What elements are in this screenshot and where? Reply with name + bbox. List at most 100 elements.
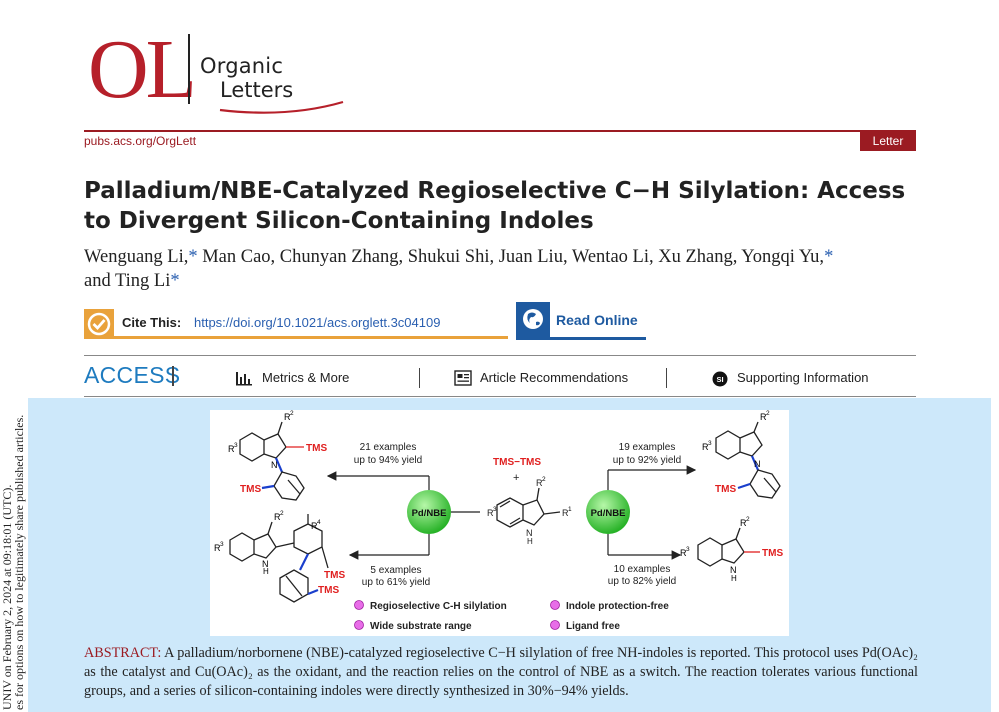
corresponding-mark[interactable]: *	[188, 247, 198, 267]
svg-text:3: 3	[493, 506, 497, 513]
right-top-yield: up to 92% yield	[613, 455, 681, 466]
article-type-badge: Letter	[860, 132, 916, 151]
svg-text:2: 2	[542, 476, 546, 483]
supporting-info-label: Supporting Information	[737, 370, 869, 385]
svg-text:2: 2	[290, 410, 294, 417]
product-top-left	[239, 421, 305, 501]
svg-text:R: R	[228, 444, 235, 454]
author-rest[interactable]: Man Cao, Chunyan Zhang, Shukui Shi, Juan…	[197, 247, 825, 267]
svg-text:H: H	[527, 537, 533, 546]
recommendations-label: Article Recommendations	[480, 370, 629, 385]
catalyst-circle-right	[586, 490, 630, 534]
logo-mark: OL	[88, 23, 197, 116]
corresponding-mark[interactable]: *	[170, 271, 180, 291]
plus-sign: +	[513, 472, 519, 484]
svg-text:R: R	[702, 442, 709, 452]
svg-text:N: N	[271, 460, 278, 470]
svg-text:3: 3	[686, 546, 690, 553]
article-icon	[454, 370, 472, 386]
access-title: ACCESS	[84, 362, 181, 388]
abstract-heading: ABSTRACT:	[84, 645, 162, 661]
svg-text:R: R	[284, 412, 291, 422]
access-separator	[666, 368, 667, 388]
feature-2: Wide substrate range	[370, 621, 472, 632]
read-online-button[interactable]: Read Online	[516, 302, 646, 340]
svg-text:N: N	[526, 528, 533, 538]
product-bottom-left	[229, 514, 329, 603]
header-rule	[84, 130, 916, 132]
tms-tms-reagent: TMS−TMS	[493, 457, 541, 468]
author-last[interactable]: and Ting Li	[84, 271, 171, 291]
logo-divider	[188, 34, 190, 104]
logo-word-letters: Letters	[220, 78, 294, 102]
svg-text:3: 3	[220, 541, 224, 548]
right-top-examples: 19 examples	[619, 442, 676, 453]
right-bottom-examples: 10 examples	[614, 564, 671, 575]
svg-text:R: R	[311, 521, 318, 531]
feature-1: Regioselective C-H silylation	[370, 601, 507, 612]
side-watermark: UNIV on February 2, 2024 at 09:18:01 (UT…	[0, 400, 28, 712]
svg-text:R: R	[487, 508, 494, 518]
corresponding-mark[interactable]: *	[824, 247, 834, 267]
svg-text:3: 3	[234, 442, 238, 449]
svg-text:R: R	[562, 508, 569, 518]
author-list: Wenguang Li,* Man Cao, Chunyan Zhang, Sh…	[84, 245, 924, 293]
access-separator	[419, 368, 420, 388]
watermark-line-2: es for options on how to legitimately sh…	[12, 414, 26, 710]
read-online-label: Read Online	[556, 312, 638, 328]
svg-text:N: N	[262, 559, 269, 569]
access-rule-top	[84, 355, 916, 356]
svg-text:R: R	[214, 543, 221, 553]
tms-label: TMS	[715, 484, 736, 495]
catalyst-label-right: Pd/NBE	[591, 508, 626, 519]
tms-label: TMS	[306, 443, 327, 454]
svg-text:R: R	[536, 478, 543, 488]
svg-text:2: 2	[280, 510, 284, 517]
svg-text:R: R	[680, 548, 687, 558]
catalyst-label-left: Pd/NBE	[412, 508, 447, 519]
tms-label: TMS	[762, 548, 783, 559]
si-icon: SI	[712, 371, 728, 387]
catalyst-circle-left	[407, 490, 451, 534]
svg-text:1: 1	[568, 506, 572, 513]
cite-label: Cite This:	[122, 315, 182, 330]
bar-chart-icon	[236, 372, 252, 386]
svg-text:H: H	[731, 574, 737, 583]
svg-text:4: 4	[317, 519, 321, 526]
feature-3: Indole protection-free	[566, 601, 669, 612]
cite-this-box[interactable]: Cite This: https://doi.org/10.1021/acs.o…	[84, 309, 508, 339]
product-top-right	[715, 421, 781, 499]
si-badge-text: SI	[716, 375, 723, 384]
svg-text:2: 2	[746, 516, 750, 523]
globe-icon	[516, 302, 550, 337]
svg-text:R: R	[274, 512, 281, 522]
author-first[interactable]: Wenguang Li,	[84, 247, 189, 267]
svg-text:R: R	[740, 518, 747, 528]
svg-text:N: N	[754, 459, 761, 469]
left-top-yield: up to 94% yield	[354, 455, 422, 466]
left-bottom-yield: up to 61% yield	[362, 577, 430, 588]
logo-word-organic: Organic	[200, 54, 284, 78]
svg-text:3: 3	[708, 440, 712, 447]
tms-label: TMS	[240, 484, 261, 495]
svg-text:H: H	[263, 567, 269, 576]
product-bottom-right	[697, 527, 760, 567]
left-top-examples: 21 examples	[360, 442, 417, 453]
metrics-label: Metrics & More	[262, 370, 350, 385]
svg-text:R: R	[760, 412, 767, 422]
access-divider	[172, 366, 174, 386]
central-indole-structure	[451, 487, 561, 528]
abstract-text: A palladium/norbornene (NBE)-catalyzed r…	[84, 645, 918, 699]
feature-4: Ligand free	[566, 621, 620, 632]
left-bottom-examples: 5 examples	[370, 565, 421, 576]
journal-url-link[interactable]: pubs.acs.org/OrgLett	[84, 134, 197, 148]
right-bottom-yield: up to 82% yield	[608, 576, 676, 587]
doi-link[interactable]: https://doi.org/10.1021/acs.orglett.3c04…	[194, 315, 441, 330]
article-title: Palladium/NBE-Catalyzed Regioselective C…	[84, 178, 906, 234]
checkmark-icon	[84, 309, 114, 339]
svg-text:N: N	[730, 565, 737, 575]
access-rule-bottom	[84, 396, 916, 397]
tms-label: TMS	[318, 585, 339, 596]
tms-label: TMS	[324, 570, 345, 581]
